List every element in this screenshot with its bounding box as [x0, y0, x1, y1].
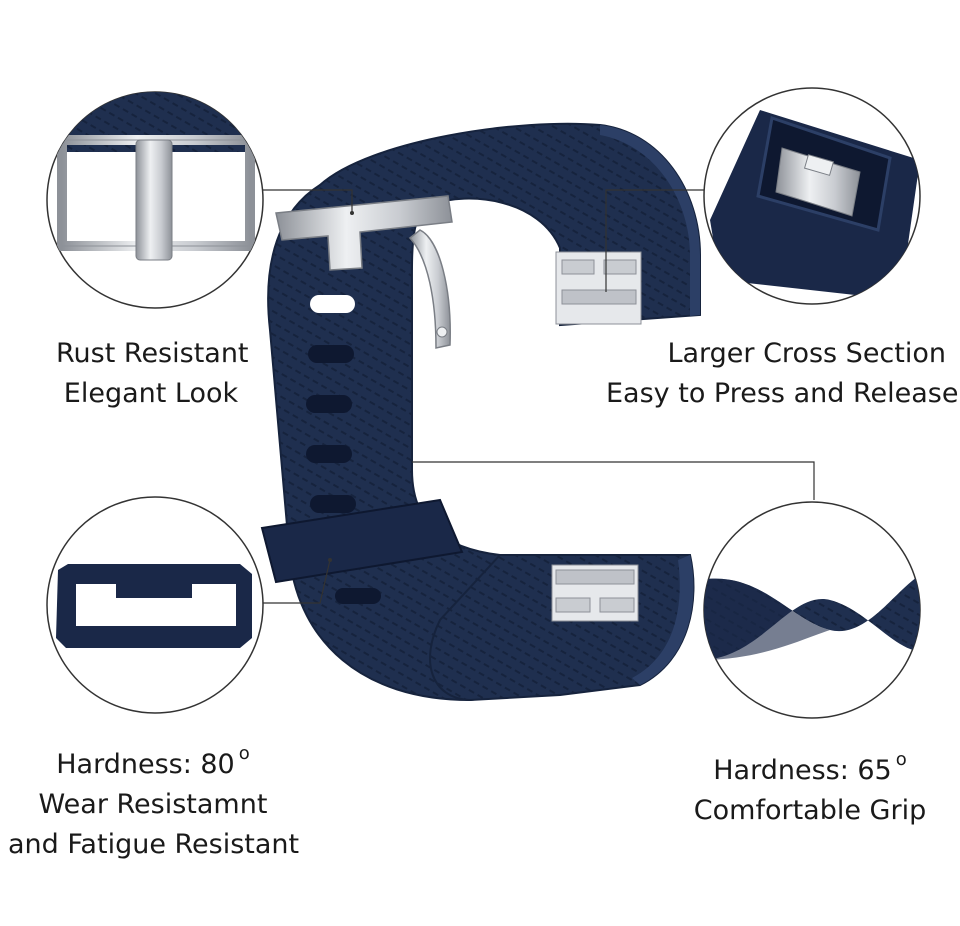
- detail-circle-keeper: [46, 496, 264, 714]
- caption-line: Easy to Press and Release: [606, 378, 959, 409]
- detail-circle-buckle: [46, 91, 264, 309]
- top-connector: [555, 251, 642, 325]
- band-hole: [306, 445, 352, 463]
- band-hole: [308, 345, 354, 363]
- degree-symbol: o: [895, 749, 907, 770]
- hardness-value: Hardness: 80: [56, 749, 235, 780]
- band-hole: [306, 395, 352, 413]
- degree-symbol: o: [238, 743, 250, 764]
- caption-line: and Fatigue Resistant: [8, 829, 300, 860]
- watch-band: [260, 122, 701, 702]
- hardness-value: Hardness: 65: [713, 755, 892, 786]
- buckle: [275, 195, 453, 349]
- caption-line: Comfortable Grip: [693, 795, 927, 826]
- band-hole: [310, 295, 355, 313]
- band-hole: [310, 495, 356, 513]
- bottom-connector: [551, 564, 639, 622]
- detail-circle-twist: [703, 501, 921, 719]
- caption-line: Larger Cross Section: [667, 338, 946, 369]
- band-keeper: [260, 498, 464, 584]
- caption-line: Wear Resistamnt: [38, 789, 268, 820]
- leader-lines: [262, 189, 815, 604]
- caption-line: Rust Resistant: [56, 338, 249, 369]
- detail-circle-connector: [703, 87, 921, 305]
- band-hole: [335, 588, 381, 604]
- feature-caption-top-left: Rust Resistant Elegant Look: [56, 334, 249, 414]
- caption-line: Elegant Look: [63, 378, 239, 409]
- feature-caption-top-right: Larger Cross Section Easy to Press and R…: [606, 334, 959, 414]
